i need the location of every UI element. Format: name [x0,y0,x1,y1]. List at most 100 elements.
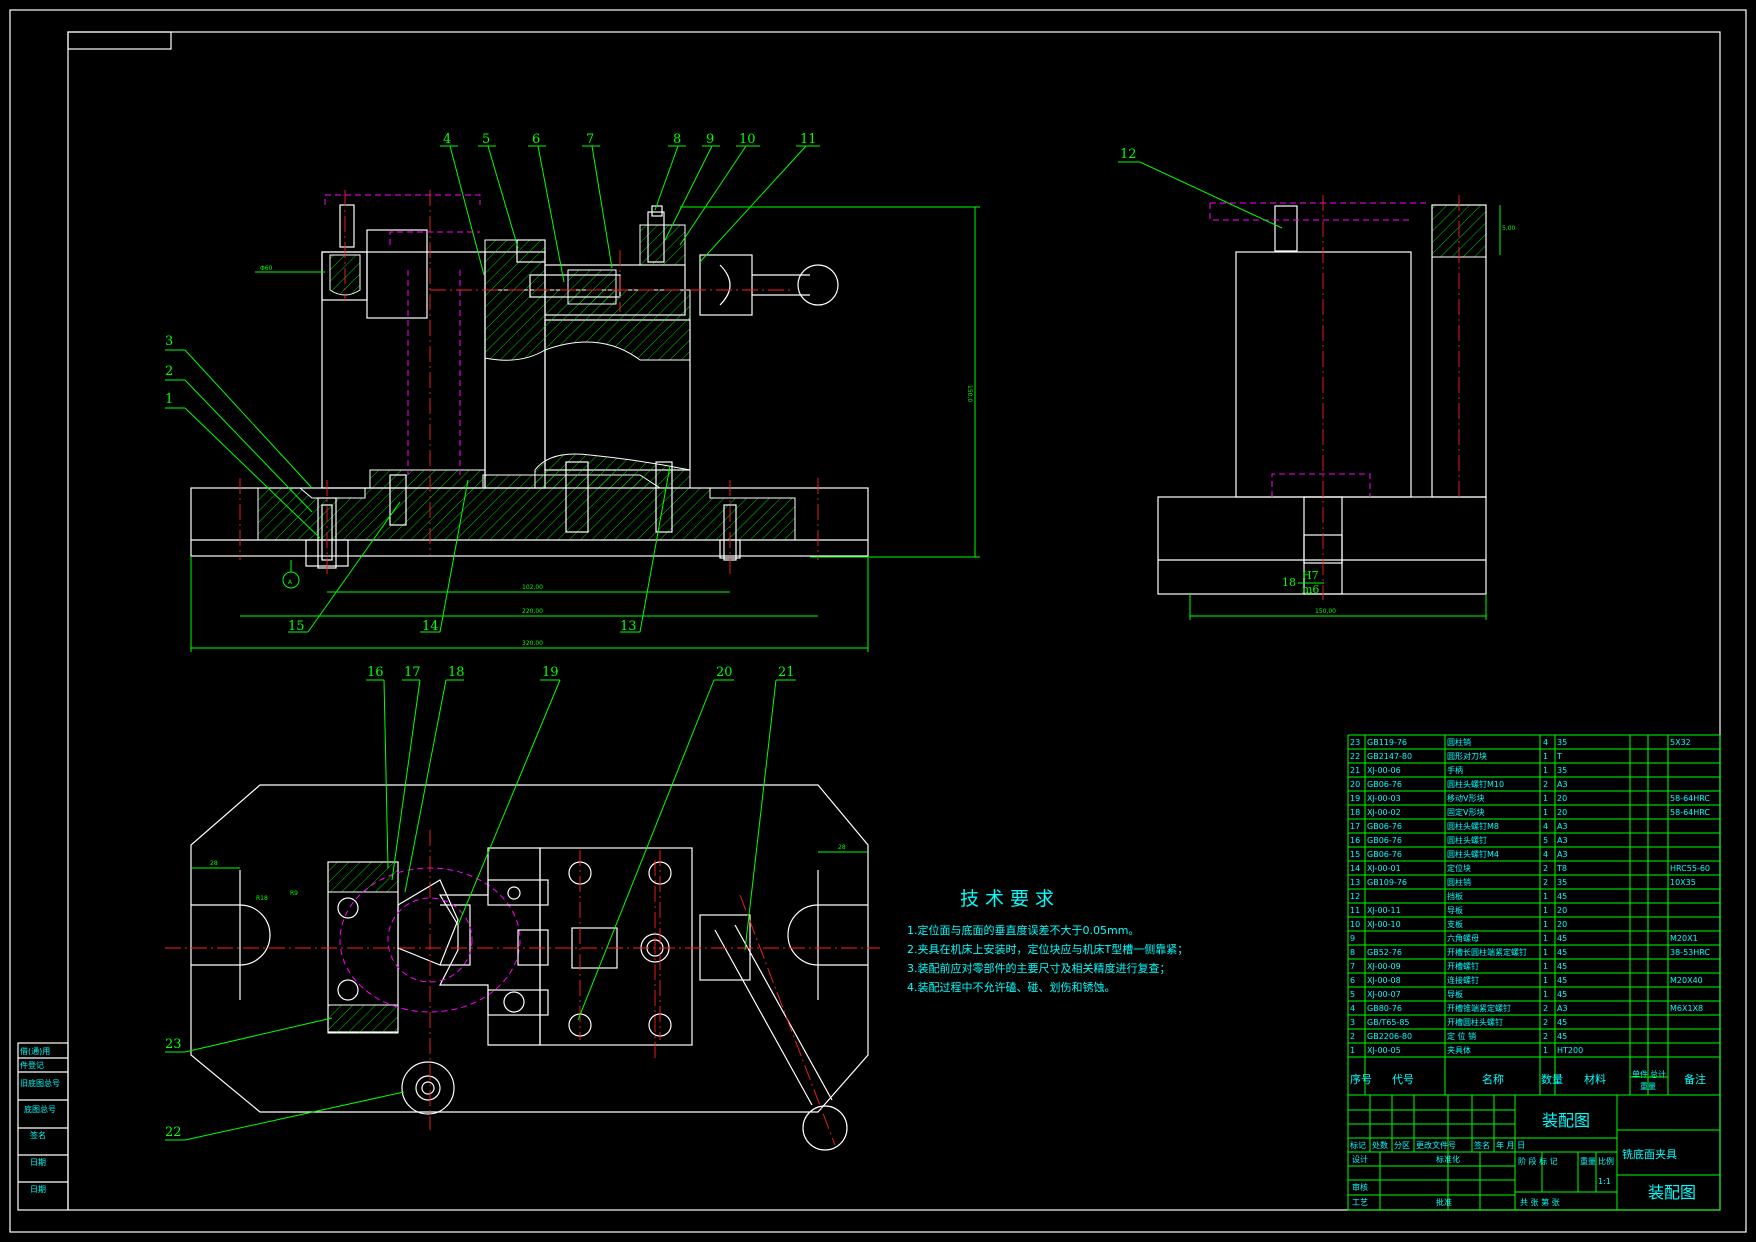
bom-code: XJ-00-01 [1367,864,1401,873]
tb-sheets: 共 张 第 张 [1520,1197,1560,1207]
label-9: 9 [706,132,714,147]
bom-material: 45 [1557,990,1567,999]
label-22: 22 [165,1125,182,1140]
bom-material: 45 [1557,962,1567,971]
bom-code: GB06-76 [1367,780,1402,789]
fit-upper: H7 [1302,569,1319,582]
bom-name: 圆柱头螺钉M4 [1447,849,1499,859]
tb-r1-5: 年 月 日 [1496,1140,1525,1150]
tb-r1-4: 签名 [1474,1140,1490,1150]
bom-seq: 19 [1350,794,1360,803]
label-16: 16 [367,665,384,680]
bom-name: 开槽锥端紧定螺钉 [1447,1003,1511,1013]
bom-name: 圆形对刀块 [1447,751,1487,761]
tb-drawing-label: 装配图 [1648,1183,1696,1202]
tb-process: 工艺 [1352,1198,1368,1207]
bom-code: XJ-00-09 [1367,962,1401,971]
bom-h-seq: 序号 [1350,1072,1372,1086]
bom-qty: 1 [1543,794,1548,803]
stamp-1: 件登记 [20,1060,44,1070]
bom-name: 圆柱销 [1447,877,1471,887]
bom-seq: 15 [1350,850,1360,859]
bom-code: GB/T65-85 [1367,1018,1410,1027]
bom-h-weight: 重量 [1640,1081,1656,1091]
bom-code: GB119-76 [1367,738,1407,747]
bom-material: 45 [1557,892,1567,901]
bom-material: 20 [1557,794,1567,803]
bom-qty: 4 [1543,850,1548,859]
tb-designer: 设计 [1352,1154,1368,1164]
bom-name: 挡板 [1447,891,1463,901]
front-view [190,190,869,575]
bom-name: 圆柱头螺钉 [1447,835,1487,845]
bom-code: XJ-00-08 [1367,976,1401,985]
plan-r2: R9 [290,890,298,897]
tb-r1-3: 更改文件号 [1416,1140,1456,1150]
label-19: 19 [542,665,559,680]
label-17: 17 [404,665,421,680]
bom-qty: 2 [1543,878,1548,887]
bom-material: 20 [1557,906,1567,915]
bom-name: 移动V形块 [1447,793,1484,803]
bom-h-name: 名称 [1482,1072,1504,1086]
bom-material: HT200 [1557,1046,1583,1055]
label-11: 11 [800,132,817,147]
stamp-2: 旧底图总号 [20,1078,60,1088]
bom-qty: 1 [1543,808,1548,817]
bom-seq: 8 [1350,948,1355,957]
bom-seq: 18 [1350,808,1360,817]
stamp-3: 底图总号 [24,1104,56,1114]
bom-h-code: 代号 [1392,1073,1414,1086]
tech-item-3: 3.装配前应对零部件的主要尺寸及相关精度进行复查； [907,961,1171,975]
bom-name: 固定V形块 [1447,807,1484,817]
bom-material: 45 [1557,934,1567,943]
label-12: 12 [1120,147,1137,162]
stamp-6: 日期 [30,1185,46,1194]
bom-name: 手柄 [1447,765,1463,775]
bom-material: 45 [1557,976,1567,985]
bom-seq: 12 [1350,892,1360,901]
bom-h-unit: 单件 [1632,1069,1648,1079]
bom-qty: 1 [1543,962,1548,971]
bom-code: GB06-76 [1367,822,1402,831]
label-2: 2 [165,364,173,379]
label-8: 8 [673,132,681,147]
plan-view: 28 28 R18 R9 [165,784,880,1151]
bom-qty: 2 [1543,1004,1548,1013]
tb-weight: 重量 [1580,1156,1596,1166]
bom-h-material: 材料 [1584,1072,1606,1086]
bom-material: A3 [1557,850,1568,859]
bom-name: 开槽长圆柱端紧定螺钉 [1447,947,1527,957]
tech-item-2: 2.夹具在机床上安装时，定位块应与机床T型槽一侧靠紧； [907,942,1188,956]
bom-seq: 2 [1350,1032,1355,1041]
bom-code: GB80-76 [1367,1004,1402,1013]
tech-item-1: 1.定位面与底面的垂直度误差不大于0.05mm。 [907,923,1139,937]
label-20: 20 [716,665,733,680]
bom-remark: 10X35 [1670,878,1696,887]
bom-seq: 11 [1350,906,1360,915]
bom-code: GB06-76 [1367,836,1402,845]
bom-seq: 1 [1350,1046,1355,1055]
bom-code: GB109-76 [1367,878,1407,887]
bom-seq: 7 [1350,962,1355,971]
bom-remark: 58-64HRC [1670,794,1710,803]
dim-w2: 220,00 [522,608,543,615]
fit-size: 18 [1282,576,1296,589]
tb-r1-1: 处数 [1372,1140,1388,1150]
bom-code: XJ-00-10 [1367,920,1401,929]
bom-seq: 5 [1350,990,1355,999]
datum-label: A [288,579,293,586]
dim-phi: Φ60 [260,265,273,272]
fit-lower: m6 [1302,583,1319,596]
bom-name: 连接螺钉 [1447,975,1479,985]
label-21: 21 [778,665,795,680]
bom-material: 20 [1557,808,1567,817]
side-view: 5,00 150,00 18 H7 m6 [1157,195,1516,620]
label-1: 1 [165,392,173,407]
label-5: 5 [482,132,490,147]
bom-qty: 4 [1543,822,1548,831]
bom-seq: 17 [1350,822,1360,831]
stamp-5: 日期 [30,1158,46,1167]
tb-standardized: 标准化 [1436,1154,1460,1164]
